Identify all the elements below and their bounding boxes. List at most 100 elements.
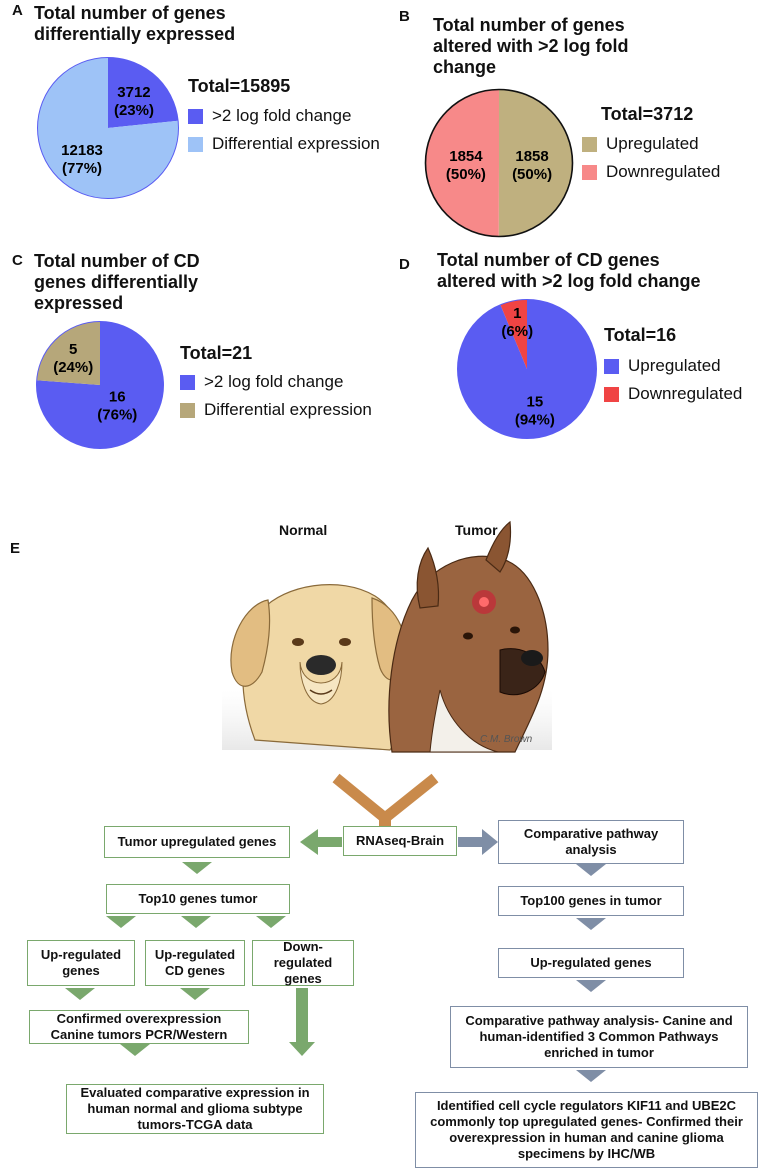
pie-slice: [498, 89, 573, 237]
legend-label: Upregulated: [628, 356, 721, 375]
normal-dog-eye-icon: [292, 638, 304, 646]
pie-outline: [424, 88, 574, 238]
slice-percent-label: (50%): [512, 166, 552, 183]
panel-d-legend: Upregulated Downregulated: [604, 352, 742, 408]
green-down-triangles: [65, 862, 315, 1056]
tumor-upregulated-genes-box: Tumor upregulated genes: [104, 826, 290, 858]
slice-value-label: 15: [527, 394, 544, 411]
legend-label: Downregulated: [628, 384, 743, 403]
panel-c-title-line-3: expressed: [34, 293, 124, 313]
down-arrow-icon: [576, 864, 606, 876]
comparative-pathway-canine-human-box: Comparative pathway analysis- Canine and…: [450, 1006, 748, 1068]
legend-item: Upregulated: [582, 130, 720, 158]
pie-slice: [457, 299, 597, 439]
slice-percent-label: (50%): [446, 166, 486, 183]
down-regulated-connector: [296, 988, 308, 1042]
artist-signature: C.M. Brown: [480, 734, 533, 745]
tumor-dog-eye-icon: [463, 632, 473, 640]
pie-slice: [36, 321, 164, 449]
normal-label: Normal: [279, 522, 328, 538]
panel-d-total: Total=16: [604, 325, 677, 345]
pie-slice: [425, 89, 499, 237]
panel-letter-e: E: [10, 540, 21, 557]
panel-d-title-line-2: altered with >2 log fold change: [437, 271, 701, 291]
up-regulated-genes-box: Up-regulated genes: [27, 940, 135, 986]
legend-swatch: [188, 136, 203, 152]
tumor-dog-right-ear-icon: [485, 520, 512, 573]
pie-slice: [500, 299, 527, 369]
pie-chart-b: 1858(50%)1854(50%): [424, 88, 574, 238]
slice-value-label: 1858: [515, 148, 548, 165]
down-arrow-icon: [120, 1044, 150, 1056]
green-left-arrow-icon: [300, 829, 342, 855]
panel-letter-a: A: [12, 2, 23, 19]
legend-label: Differential expression: [212, 134, 380, 153]
tumor-dog-illustration: [388, 520, 549, 753]
legend-item: Upregulated: [604, 352, 742, 380]
down-arrow-icon: [65, 988, 95, 1000]
confirmed-overexpression-box: Confirmed overexpression Canine tumors P…: [29, 1010, 249, 1044]
down-arrow-icon: [180, 988, 210, 1000]
tumor-dog-nose-icon: [521, 650, 543, 666]
down-arrow-icon: [576, 980, 606, 992]
slice-percent-label: (24%): [53, 359, 93, 376]
legend-item: Downregulated: [604, 380, 742, 408]
panel-letter-d: D: [399, 256, 410, 273]
slice-percent-label: (6%): [501, 323, 533, 340]
slice-value-label: 16: [109, 389, 126, 406]
down-regulated-genes-box: Down-regulated genes: [252, 939, 354, 986]
slice-percent-label: (23%): [114, 102, 154, 119]
panel-b-title-line-1: Total number of genes: [433, 15, 625, 35]
legend-label: Upregulated: [606, 134, 699, 153]
normal-dog-illustration: [230, 584, 408, 751]
panel-a-title: Total number of genes differentially exp…: [34, 3, 235, 45]
down-arrow-icon: [576, 918, 606, 930]
legend-swatch: [180, 374, 195, 390]
tumor-spot-center-icon: [479, 597, 489, 607]
legend-label: Differential expression: [204, 400, 372, 419]
identified-cell-cycle-regulators-box: Identified cell cycle regulators KIF11 a…: [415, 1092, 758, 1168]
legend-label: >2 log fold change: [212, 106, 352, 125]
up-regulated-cd-genes-box: Up-regulated CD genes: [145, 940, 245, 986]
pie-slice: [108, 57, 179, 128]
legend-swatch: [582, 136, 597, 152]
blue-down-triangles: [576, 864, 606, 1082]
down-arrow-icon: [256, 916, 286, 928]
top10-genes-tumor-box: Top10 genes tumor: [106, 884, 290, 914]
down-arrow-icon: [106, 916, 136, 928]
panel-c-title-line-1: Total number of CD: [34, 251, 200, 271]
slice-value-label: 1854: [449, 148, 483, 165]
pie-outline: [457, 299, 597, 439]
rnaseq-brain-box: RNAseq-Brain: [343, 826, 457, 856]
slice-percent-label: (94%): [515, 412, 555, 429]
panel-a-title-line-1: Total number of genes: [34, 3, 226, 23]
panel-b-title-line-2: altered with >2 log fold: [433, 36, 629, 56]
slice-percent-label: (76%): [97, 407, 137, 424]
slice-value-label: 1: [513, 305, 521, 322]
panel-a-legend: >2 log fold change Differential expressi…: [188, 102, 380, 158]
top100-genes-in-tumor-box: Top100 genes in tumor: [498, 886, 684, 916]
panel-letter-b: B: [399, 8, 410, 25]
pie-outline: [37, 57, 179, 199]
panel-d-title-line-1: Total number of CD genes: [437, 250, 660, 270]
legend-item: >2 log fold change: [188, 102, 380, 130]
pie-chart-a: 3712(23%)12183(77%): [37, 57, 179, 199]
panel-b-title-line-3: change: [433, 57, 497, 77]
down-arrow-icon: [576, 1070, 606, 1082]
legend-swatch: [188, 108, 203, 124]
blue-right-arrow-icon: [458, 829, 498, 855]
pie-outline: [36, 321, 164, 449]
pie-chart-d: 15(94%) 1(6%): [457, 299, 597, 439]
down-arrow-icon: [289, 1042, 315, 1056]
comparative-pathway-analysis-box: Comparative pathway analysis: [498, 820, 684, 864]
evaluated-comparative-expression-box: Evaluated comparative expression in huma…: [66, 1084, 324, 1134]
panel-b-legend: Upregulated Downregulated: [582, 130, 720, 186]
panel-letter-c: C: [12, 252, 23, 269]
normal-dog-left-ear-icon: [230, 599, 271, 687]
pie-slice: [37, 57, 179, 199]
up-regulated-genes-right-box: Up-regulated genes: [498, 948, 684, 978]
down-arrow-icon: [182, 862, 212, 874]
legend-swatch: [180, 402, 195, 418]
panel-d-title: Total number of CD genes altered with >2…: [437, 250, 701, 292]
